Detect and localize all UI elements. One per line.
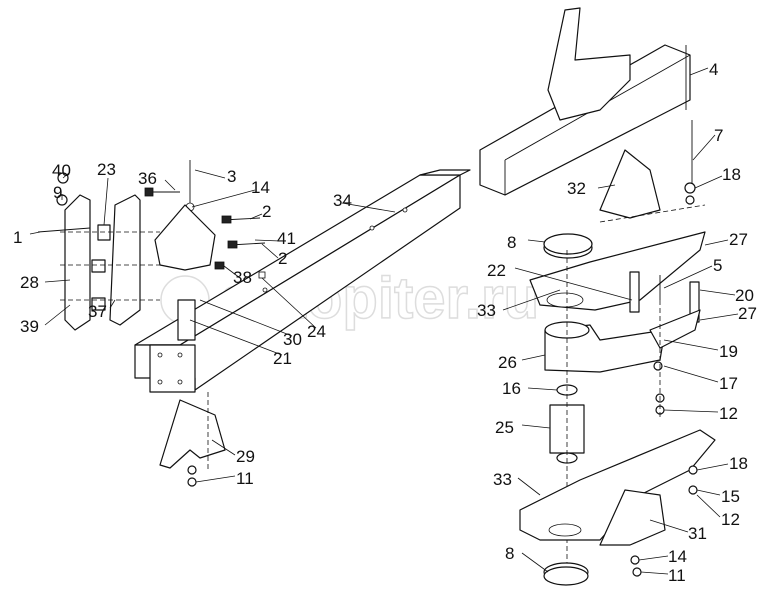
callout: 40 xyxy=(52,161,71,180)
leader-line xyxy=(696,489,721,496)
callout: 8 xyxy=(505,544,514,563)
callout: 19 xyxy=(719,342,738,361)
leader-line xyxy=(223,265,241,279)
callout: 2 xyxy=(262,202,271,221)
leader-line xyxy=(44,304,71,326)
leader-line xyxy=(194,169,226,179)
callout: 22 xyxy=(487,261,506,280)
leader-line xyxy=(517,477,541,496)
leader-line xyxy=(261,243,279,259)
leader-line xyxy=(527,239,546,243)
leader-line xyxy=(527,387,558,391)
callout: 12 xyxy=(719,404,738,423)
pivot-assembly xyxy=(519,231,716,586)
callout: 37 xyxy=(88,302,107,321)
leader-line xyxy=(103,177,109,226)
callout: 1 xyxy=(13,228,22,247)
leader-line xyxy=(521,424,551,429)
leader-line xyxy=(341,202,396,213)
callout: 33 xyxy=(493,470,512,489)
leader-line xyxy=(109,299,116,309)
leader-line xyxy=(663,409,719,413)
callout: 28 xyxy=(20,273,39,292)
callout: 14 xyxy=(668,547,687,566)
leader-line xyxy=(597,184,616,189)
callout: 38 xyxy=(233,268,252,287)
callout: 27 xyxy=(729,230,748,249)
leader-line xyxy=(689,67,709,76)
callout: 24 xyxy=(307,322,326,341)
callout: 15 xyxy=(721,487,740,506)
callout: 32 xyxy=(567,179,586,198)
callout: 5 xyxy=(713,256,722,275)
callout: 33 xyxy=(477,301,496,320)
leader-line xyxy=(521,552,549,573)
leader-line xyxy=(640,571,669,575)
leader-line xyxy=(649,519,689,533)
callout: 12 xyxy=(721,510,740,529)
callout: 34 xyxy=(333,191,352,210)
callout: 31 xyxy=(688,524,707,543)
callout: 17 xyxy=(719,374,738,393)
callout: 9 xyxy=(53,183,62,202)
callout: 4 xyxy=(709,60,718,79)
leader-line xyxy=(44,279,71,283)
left-bracket xyxy=(37,160,266,341)
leader-line xyxy=(29,231,41,235)
leader-line xyxy=(502,289,561,311)
callout: 2 xyxy=(278,249,287,268)
callout: 11 xyxy=(668,566,686,585)
callout: 18 xyxy=(722,165,741,184)
leader-line xyxy=(704,239,729,246)
leader-line xyxy=(694,175,723,189)
callout: 29 xyxy=(236,447,255,466)
callout: 21 xyxy=(273,349,292,368)
callout: 20 xyxy=(735,286,754,305)
leader-line xyxy=(254,239,281,242)
callout: 8 xyxy=(507,233,516,252)
leader-line xyxy=(249,213,263,220)
main-beam xyxy=(134,169,471,393)
callout: 18 xyxy=(729,454,748,473)
callout: 36 xyxy=(138,169,157,188)
leader-line xyxy=(164,179,176,191)
lower-bracket xyxy=(159,392,226,487)
callout: 16 xyxy=(502,379,521,398)
upper-right-beam xyxy=(479,7,706,223)
callout: 11 xyxy=(236,469,254,488)
callout: 7 xyxy=(714,126,723,145)
leader-line xyxy=(199,299,293,337)
leader-line xyxy=(211,439,236,456)
leader-line xyxy=(663,265,713,289)
callout: 26 xyxy=(498,353,517,372)
leader-line xyxy=(699,289,736,296)
leader-line xyxy=(261,277,317,329)
callout: 41 xyxy=(277,229,296,248)
leader-line xyxy=(699,313,739,321)
leader-line xyxy=(663,339,719,351)
callout: 25 xyxy=(495,418,514,437)
callout: 39 xyxy=(20,317,39,336)
leader-line xyxy=(663,365,719,383)
leader-line xyxy=(191,189,256,208)
leader-lines xyxy=(29,67,739,575)
leader-line xyxy=(692,134,716,161)
leader-line xyxy=(521,354,546,361)
callout: 30 xyxy=(283,330,302,349)
leader-line xyxy=(189,319,283,356)
callout: 14 xyxy=(251,178,270,197)
leader-line xyxy=(62,171,71,179)
callout: 27 xyxy=(738,304,757,323)
leader-line xyxy=(195,475,236,483)
leader-line xyxy=(638,555,669,561)
leader-line xyxy=(696,494,721,518)
leader-line xyxy=(514,267,633,301)
leader-line xyxy=(696,463,729,471)
callout: 3 xyxy=(227,167,236,186)
callout: 23 xyxy=(97,160,116,179)
